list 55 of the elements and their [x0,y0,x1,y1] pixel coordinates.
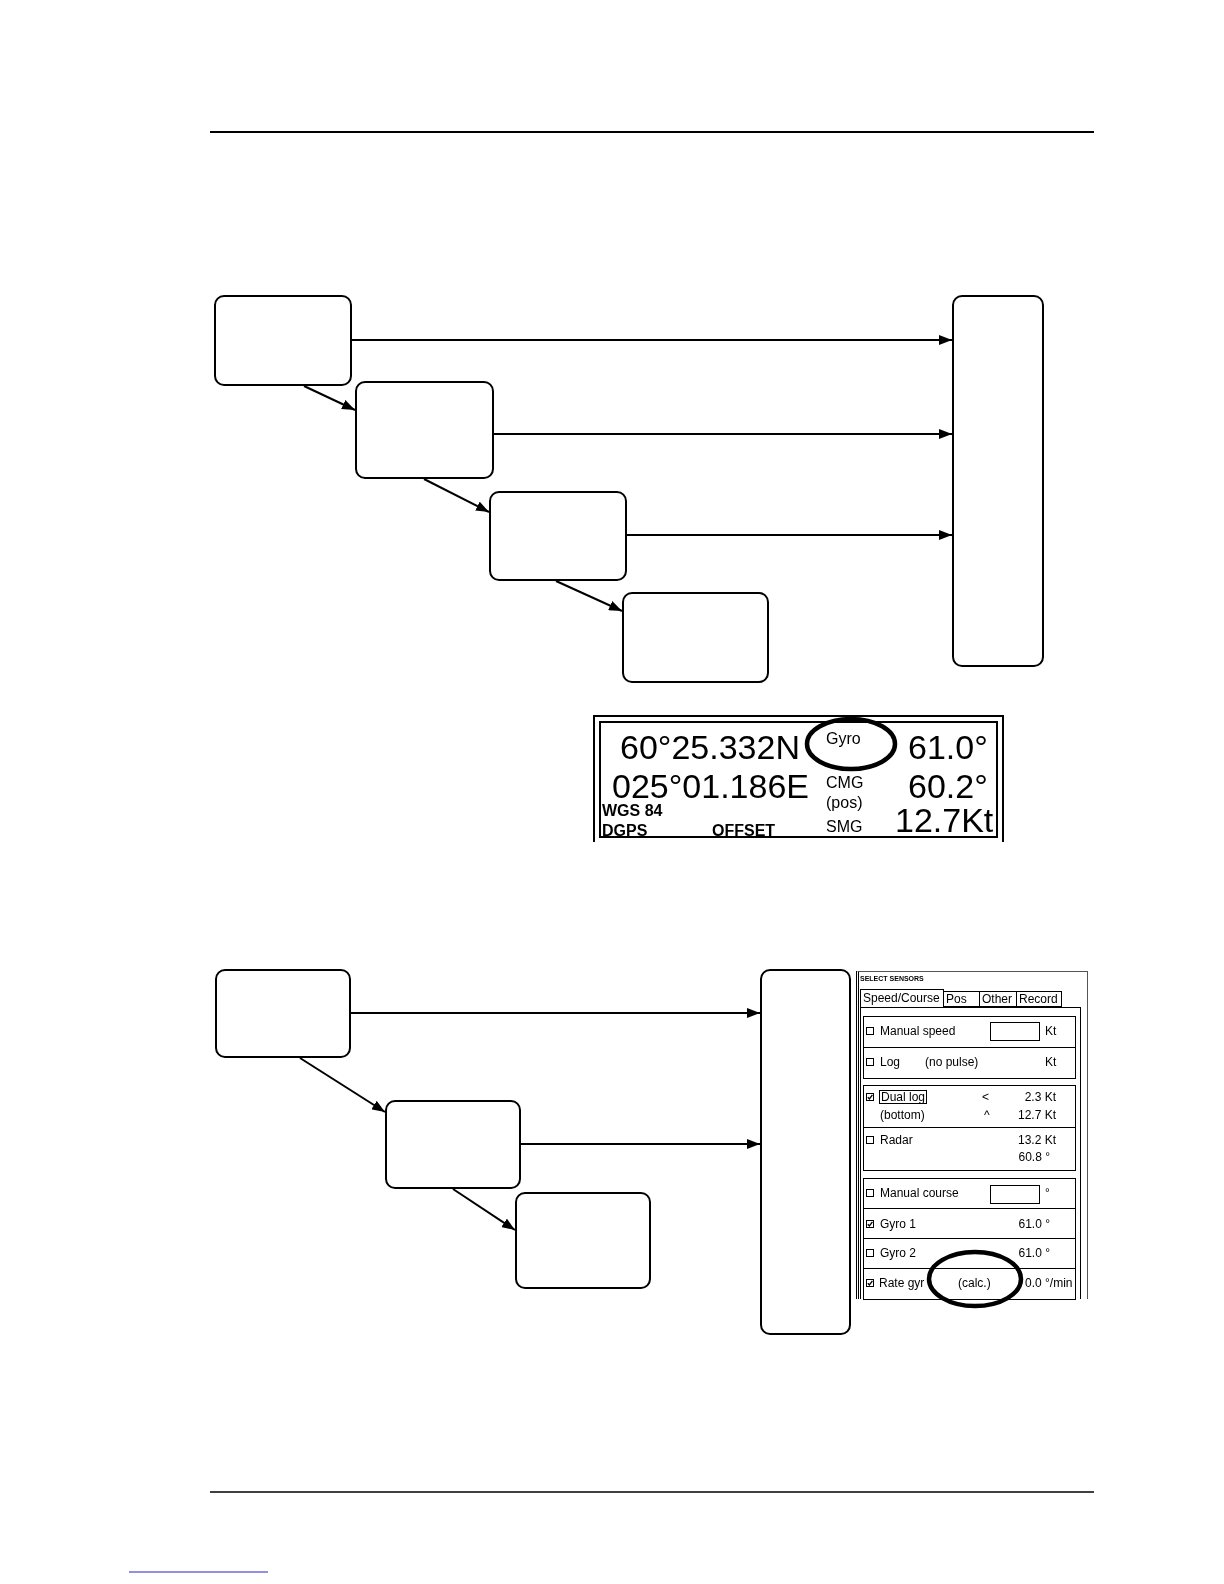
sensor-name: Gyro 1 [880,1217,916,1231]
latitude-readout: 60°25.332N [620,730,800,764]
arrow [452,1188,516,1231]
course-label: CMG (pos) [826,773,865,813]
arrow [351,335,953,345]
arrow [350,1008,761,1018]
sensor-name: Radar [880,1133,913,1147]
process-box [760,969,851,1335]
sensor-name: Rate gyr [879,1276,925,1290]
sensor-value: 2.3 Kt [1024,1090,1056,1104]
sensor-name: Log [880,1055,901,1069]
process-box [215,969,351,1058]
arrow [493,429,953,439]
process-box [952,295,1044,667]
sensor-value: 12.7 Kt [1017,1108,1056,1122]
arrow [423,478,490,513]
heading-readout: 61.0° [908,730,988,764]
status-text: (calc.) [958,1276,991,1290]
sensor-value: 61.0 ° [1018,1217,1050,1231]
offset-label: OFFSET [712,821,776,840]
process-box [385,1100,521,1189]
course-readout: 60.2° [908,769,988,803]
datum-label: WGS 84 [602,801,663,820]
unit-label: Kt [1045,1024,1057,1038]
status-text: (bottom) [880,1108,925,1122]
arrow [626,530,953,540]
position-source-label: DGPS [602,821,648,840]
arrow [299,1057,386,1113]
sensor-value: 60.8 ° [1018,1150,1050,1164]
sensor-value: 61.0 ° [1018,1246,1050,1260]
process-box [489,491,627,581]
arrow [520,1139,761,1149]
direction-symbol: ^ [984,1108,990,1122]
arrow [555,580,623,612]
process-box [355,381,494,479]
arrow [303,385,356,411]
process-box [214,295,352,386]
speed-label: SMG [826,817,863,836]
direction-symbol: < [982,1090,989,1104]
tab: Other [979,991,1017,1007]
sensor-value: 0.0 °/min [1025,1276,1073,1290]
process-box [515,1192,651,1289]
sensor-name: Manual speed [880,1024,956,1038]
sensor-name: Gyro 2 [880,1246,916,1260]
heading-source-label: Gyro [826,729,861,748]
longitude-readout: 025°01.186E [612,769,809,803]
unit-label: Kt [1045,1055,1057,1069]
active-tab: Speed/Course [860,989,944,1007]
unit-label: ° [1045,1186,1050,1200]
status-text: (no pulse) [925,1055,979,1069]
sensor-value: 13.2 Kt [1017,1133,1056,1147]
sensor-name: Manual course [880,1186,959,1200]
tab: Record [1016,991,1062,1007]
speed-readout: 12.7Kt [895,803,994,837]
process-box [622,592,769,683]
